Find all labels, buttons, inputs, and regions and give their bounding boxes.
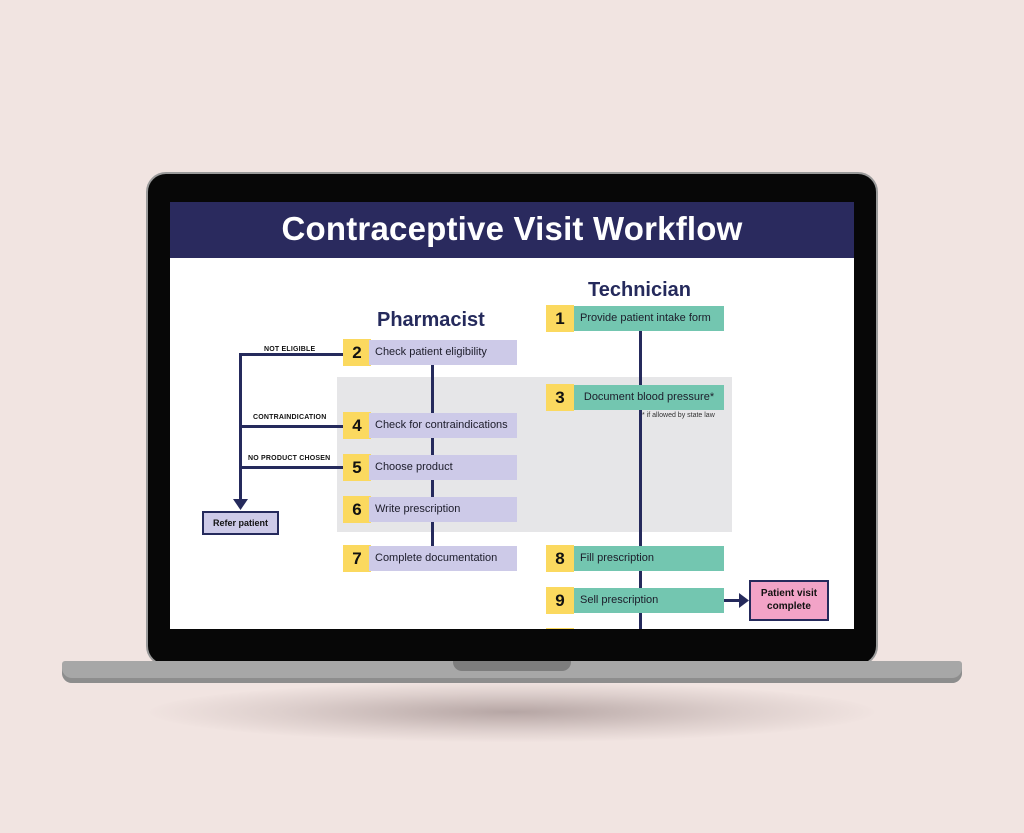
technician-lane-title: Technician [588,279,691,301]
step-9-box: Sell prescription [574,588,724,613]
no-product-label: NO PRODUCT CHOSEN [248,455,331,462]
step-7-box: Complete documentation [369,546,517,571]
step-6-box: Write prescription [369,497,517,522]
step-1-box: Provide patient intake form [574,306,724,331]
state-law-footnote: * if allowed by state law [642,412,715,419]
step-5-box: Choose product [369,455,517,480]
step-2-number: 2 [343,339,371,366]
arrow-right-icon [739,593,749,608]
page-title: Contraceptive Visit Workflow [281,210,743,247]
step-3-number: 3 [546,384,574,411]
step-9-number: 9 [546,587,574,614]
step-8-number: 8 [546,545,574,572]
patient-visit-complete-box: Patient visit complete [749,580,829,621]
step-3-box: Document blood pressure* [574,385,724,410]
step-4-number: 4 [343,412,371,439]
contraindication-connector [239,425,343,428]
step-1-number: 1 [546,305,574,332]
technician-flow-line [639,330,642,629]
step-8-box: Fill prescription [574,546,724,571]
laptop-base [62,661,962,683]
contraindication-label: CONTRAINDICATION [253,414,327,421]
refer-patient-box: Refer patient [202,511,279,535]
referral-branch-line [239,354,242,503]
laptop-shadow [150,682,874,742]
no-product-connector [239,466,343,469]
pharmacist-lane-title: Pharmacist [377,309,485,331]
step-6-number: 6 [343,496,371,523]
step-5-number: 5 [343,454,371,481]
step-2-box: Check patient eligibility [369,340,517,365]
step-7-number: 7 [343,545,371,572]
arrow-down-icon [233,499,248,510]
next-step-number-partial [546,628,574,629]
step-4-box: Check for contraindications [369,413,517,438]
title-bar [170,202,854,258]
complete-connector [724,599,742,602]
laptop-notch [453,661,571,671]
laptop-screen: Contraceptive Visit Workflow Pharmacist … [170,202,854,629]
not-eligible-connector [239,353,343,356]
not-eligible-label: NOT ELIGIBLE [264,346,316,353]
